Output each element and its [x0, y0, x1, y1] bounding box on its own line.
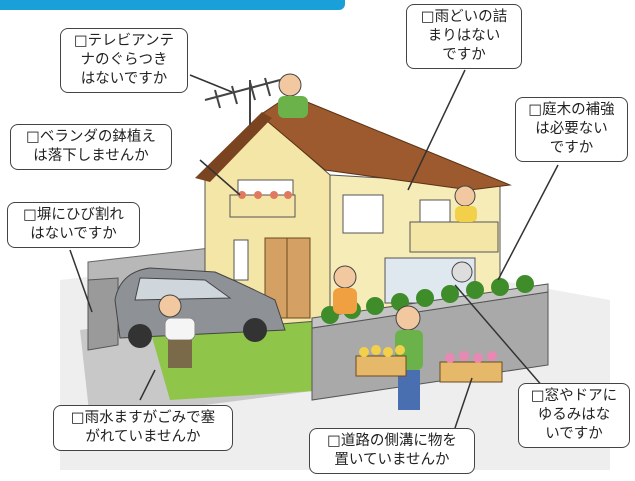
callout-window-door: □窓やドアに ゆるみはな いですか: [518, 383, 630, 448]
header-accent-bar: [0, 0, 345, 10]
callout-fence-wall: □塀にひび割れ はないですか: [7, 202, 140, 248]
callout-gutter: □雨どいの詰 まりはない ですか: [406, 4, 522, 69]
callout-rain-basin: □雨水ますがごみで塞 がれていませんか: [53, 405, 233, 451]
callout-antenna: □テレビアンテ ナのぐらつき はないですか: [60, 28, 188, 93]
tv-antenna: [204, 77, 281, 125]
callout-garden-tree: □庭木の補強 は必要ない ですか: [515, 97, 628, 162]
car: [114, 267, 286, 348]
callout-veranda: □ベランダの鉢植え は落下しませんか: [10, 124, 172, 170]
flower-boxes: [355, 345, 503, 383]
callout-leaders: [69, 69, 559, 429]
callout-roadside-ditch: □道路の側溝に物を 置いていませんか: [309, 428, 475, 474]
people: [158, 73, 477, 410]
house: [195, 94, 512, 331]
